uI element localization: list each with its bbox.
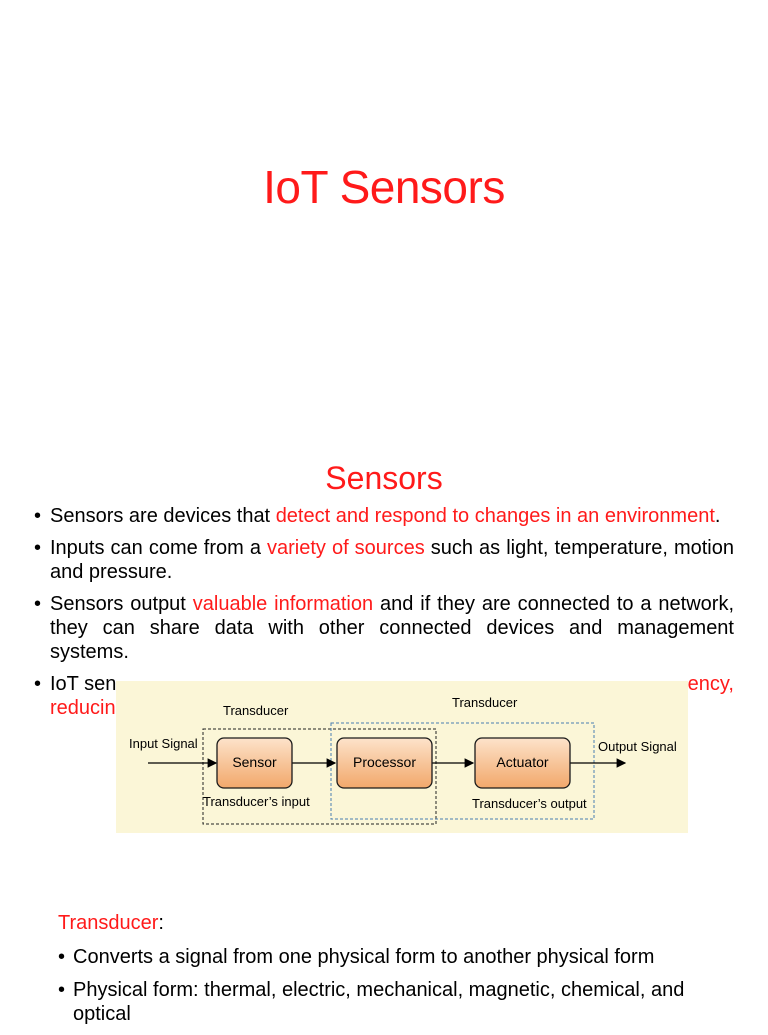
transducer-definition-label: Transducer:: [58, 912, 164, 934]
transducer-left-label: Transducer: [223, 703, 289, 718]
transducer-bullet-item: Converts a signal from one physical form…: [58, 945, 738, 969]
sensor-bullet-list: Sensors are devices that detect and resp…: [32, 504, 734, 728]
processor-box: [336, 737, 433, 789]
bullet-item: Sensors are devices that detect and resp…: [32, 504, 734, 528]
section-heading: Sensors: [325, 460, 443, 496]
output-signal-label: Output Signal: [598, 739, 677, 754]
actuator-box: [474, 737, 571, 789]
bullet-item: Sensors output valuable information and …: [32, 592, 734, 664]
transducer-output-label: Transducer’s output: [472, 796, 587, 811]
transducer-input-boundary: [202, 728, 437, 825]
transducer-bullet-list: Converts a signal from one physical form…: [58, 945, 738, 1035]
transducer-right-label: Transducer: [452, 695, 518, 710]
transducer-bullet-item: Physical form: thermal, electric, mechan…: [58, 978, 738, 1026]
transducer-diagram: Transducer Transducer Input Signal Outpu…: [116, 681, 688, 833]
processor-label: Processor: [353, 754, 416, 770]
bullet-item: Inputs can come from a variety of source…: [32, 536, 734, 584]
transducer-output-boundary: [330, 722, 595, 820]
sensor-box: [216, 737, 293, 789]
sensor-label: Sensor: [232, 754, 277, 770]
slide-title: IoT Sensors: [263, 161, 505, 213]
actuator-label: Actuator: [496, 754, 548, 770]
input-signal-label: Input Signal: [129, 736, 198, 751]
transducer-input-label: Transducer’s input: [203, 794, 310, 809]
